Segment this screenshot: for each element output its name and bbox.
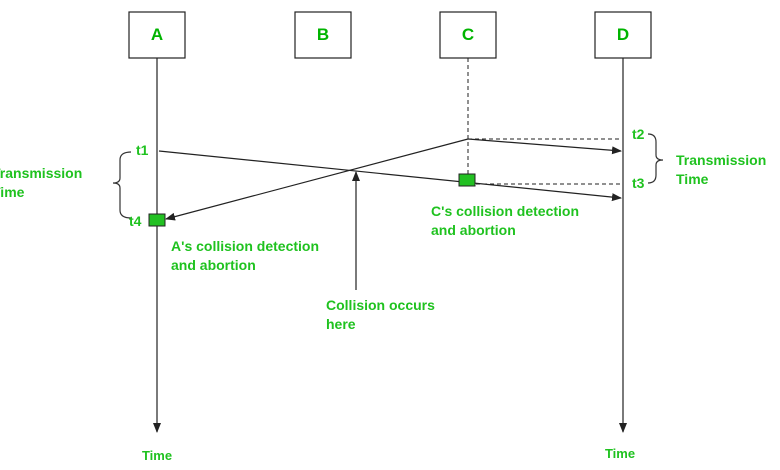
node-a-label: A — [151, 25, 163, 44]
t2-label: t2 — [632, 126, 645, 142]
transmission-right-line2: Time — [676, 171, 709, 187]
node-a: A — [128, 11, 186, 59]
collision-line2: here — [326, 316, 356, 332]
a-detection-line1: A's collision detection — [171, 238, 319, 254]
node-b: B — [294, 11, 352, 59]
t3-label: t3 — [632, 175, 645, 191]
left-brace — [112, 151, 132, 219]
a-detection-box — [148, 213, 166, 227]
signal-c-to-a — [165, 138, 469, 221]
node-d-label: D — [617, 25, 629, 44]
node-d: D — [594, 11, 652, 59]
c-detection-line1: C's collision detection — [431, 203, 579, 219]
collision-line1: Collision occurs — [326, 297, 435, 313]
signal-a-to-d — [158, 150, 622, 202]
node-c-label: C — [462, 25, 474, 44]
c-detection-box — [458, 173, 476, 187]
t1-label: t1 — [136, 142, 149, 158]
c-detection-line2: and abortion — [431, 222, 516, 238]
t4-label: t4 — [129, 213, 142, 229]
node-c: C — [439, 11, 497, 59]
time-axis-label-d: Time — [605, 446, 635, 461]
transmission-right-line1: Transmission — [676, 152, 766, 168]
a-detection-line2: and abortion — [171, 257, 256, 273]
transmission-left-line2: Time — [0, 184, 25, 200]
signal-c-to-d — [467, 138, 622, 155]
time-axis-label-a: Time — [142, 448, 172, 463]
right-brace — [647, 133, 664, 184]
node-b-label: B — [317, 25, 329, 44]
transmission-left-line1: Transmission — [0, 165, 82, 181]
